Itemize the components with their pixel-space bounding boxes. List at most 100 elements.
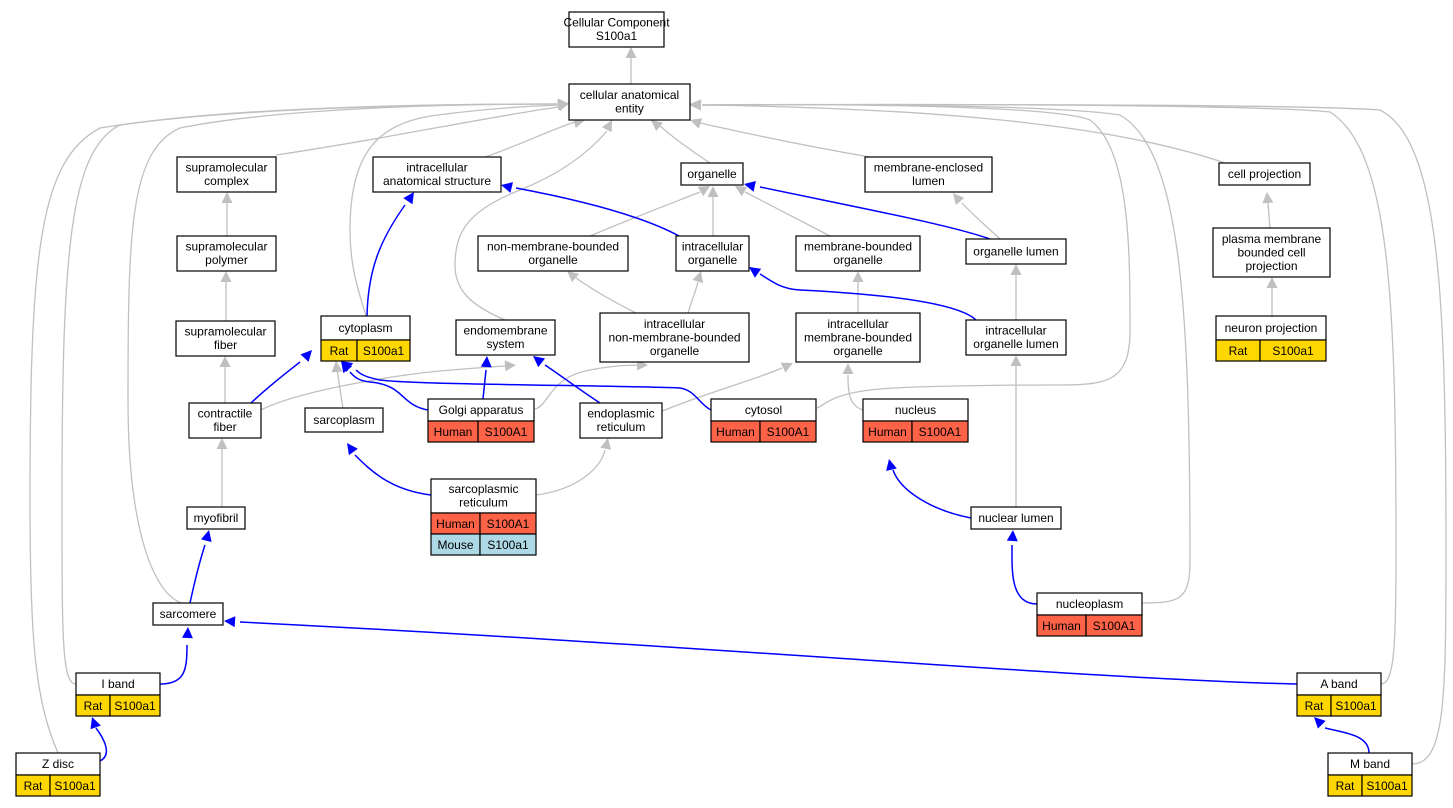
species-label: Human	[436, 517, 475, 531]
node-label: anatomical structure	[383, 174, 491, 188]
node-box	[568, 83, 691, 121]
node-label: supramolecular	[185, 161, 267, 175]
node-box	[176, 235, 277, 272]
is-a-arrowhead	[331, 361, 343, 373]
node-box	[455, 319, 556, 356]
node-label: plasma membrane	[1222, 232, 1322, 246]
node-label: non-membrane-bounded	[487, 240, 619, 254]
node-inmbo[interactable]: intracellularnon-membrane-boundedorganel…	[599, 312, 750, 363]
node-label: nucleoplasm	[1056, 597, 1123, 611]
part-of-arrowhead	[744, 181, 756, 192]
part-of-edge-46	[892, 469, 972, 519]
node-label: bounded cell	[1237, 245, 1305, 259]
node-cellproj[interactable]: cell projection	[1218, 162, 1311, 186]
gene-label: S100a1	[54, 779, 96, 793]
node-label: cell projection	[1228, 167, 1301, 181]
node-box	[477, 235, 629, 272]
gene-label: S100A1	[487, 517, 530, 531]
part-of-arrowhead	[886, 459, 897, 471]
gene-cell	[1259, 339, 1327, 362]
node-nuclumen[interactable]: nuclear lumen	[970, 506, 1062, 530]
part-of-arrowhead	[749, 267, 762, 278]
is-a-edge-24	[260, 365, 506, 411]
node-label: myofibril	[194, 511, 239, 525]
gene-label: S100A1	[919, 425, 962, 439]
node-myofibril[interactable]: myofibril	[186, 506, 246, 530]
node-label: sarcoplasm	[313, 413, 374, 427]
node-box	[965, 319, 1067, 356]
is-a-arrowhead	[221, 192, 233, 203]
node-box	[795, 235, 921, 272]
node-sarcoplasm[interactable]: sarcoplasm	[304, 407, 384, 433]
node-olumen[interactable]: organelle lumen	[965, 238, 1067, 265]
part-of-edge-49	[159, 644, 188, 685]
part-of-arrowhead	[300, 350, 312, 362]
part-of-edge-40	[355, 369, 712, 411]
node-label: organelle	[528, 253, 578, 267]
part-of-edge-36	[366, 204, 406, 317]
node-label: polymer	[205, 253, 248, 267]
node-label: intracellular	[827, 317, 888, 331]
node-sarcomere[interactable]: sarcomere	[152, 602, 224, 626]
node-box	[188, 402, 262, 439]
is-a-edge-34	[349, 104, 561, 317]
is-a-arrowhead	[216, 438, 228, 449]
edges-layer	[29, 47, 1447, 765]
species-label: Rat	[24, 779, 43, 793]
species-label: Rat	[1229, 344, 1248, 358]
node-label: membrane-enclosed	[874, 161, 983, 175]
gene-label: S100a1	[1335, 699, 1377, 713]
node-label: non-membrane-bounded	[608, 330, 740, 344]
part-of-edge-47	[1011, 544, 1038, 605]
node-label: sarcoplasmic	[448, 482, 518, 496]
node-label: membrane-bounded	[804, 330, 912, 344]
node-label: cytoplasm	[338, 321, 392, 335]
node-label: intracellular	[644, 317, 705, 331]
annotation-row-human: Human S100A1	[430, 512, 537, 535]
gene-cell	[911, 420, 969, 443]
is-a-edge-5	[701, 104, 1226, 164]
gene-cell	[1361, 774, 1413, 797]
part-of-edge-42	[515, 187, 680, 237]
node-organelle[interactable]: organelle	[680, 162, 744, 186]
species-label: Rat	[1305, 699, 1324, 713]
is-a-arrowhead	[697, 186, 710, 197]
part-of-arrowhead	[341, 361, 354, 372]
gene-label: S100a1	[1366, 779, 1408, 793]
part-of-edge-51	[95, 727, 108, 762]
node-label: fiber	[213, 420, 236, 434]
